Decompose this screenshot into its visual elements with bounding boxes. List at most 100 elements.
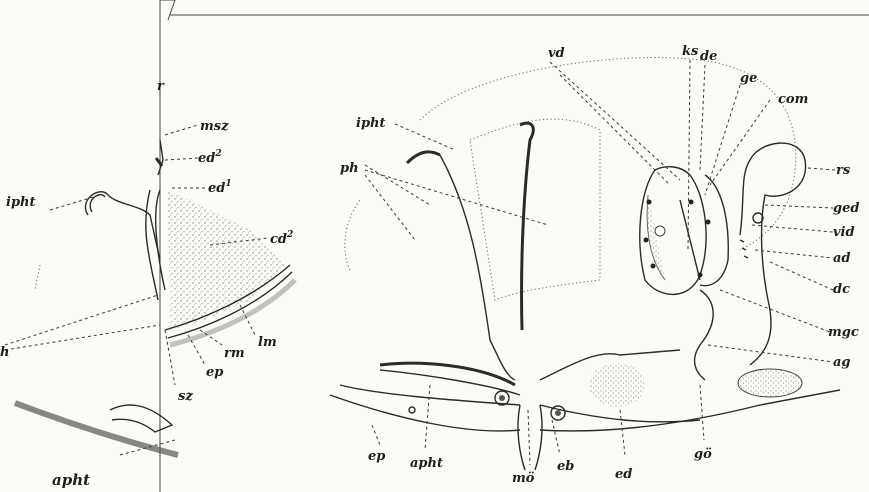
right-chamber-base [540, 405, 700, 422]
label-sz: sz [178, 389, 193, 404]
nucleus [655, 226, 665, 236]
ep-leader-right [372, 425, 380, 445]
tissue-cd2 [168, 190, 285, 330]
label-h: h [0, 345, 9, 360]
lower-chamber-top [380, 363, 515, 385]
dc-leader [770, 262, 833, 290]
de-leader [700, 65, 705, 170]
ipht-leader-right [395, 124, 455, 150]
label-ed1: ed1 [208, 179, 232, 196]
label-ed-right: ed [615, 467, 632, 482]
faint-line-1 [35, 265, 40, 290]
ipht-fold-left [85, 192, 160, 260]
label-rs: rs [836, 163, 851, 178]
ged-leader [765, 205, 833, 208]
rs-duct [740, 143, 806, 365]
eb-leader [552, 420, 560, 455]
ed-stipple [589, 363, 645, 407]
label-ed2: ed2 [198, 149, 222, 166]
label-vid: vid [833, 225, 855, 240]
label-msz: msz [200, 119, 229, 134]
mouth-right-lip [535, 405, 542, 470]
label-apht-left: apht [52, 471, 90, 489]
apht-leader-right [425, 385, 430, 450]
com-leader [710, 100, 770, 185]
label-ipht-left: ipht [6, 195, 36, 210]
cell-2 [644, 238, 649, 243]
vid-ducts [740, 240, 748, 258]
ganglion-inner [647, 195, 665, 280]
seam-fold [160, 0, 175, 20]
ge-leader [705, 85, 740, 195]
ganglion-divider [680, 200, 700, 280]
eb-ring-right-core [555, 410, 561, 416]
label-ad: ad [833, 251, 851, 266]
ag-gland [738, 369, 802, 397]
ganglion-right-lobe [700, 175, 728, 286]
label-ph: ph [340, 161, 359, 176]
eb-ring-left-core [499, 395, 505, 401]
mouth-left-lip [518, 405, 525, 470]
label-lm: lm [258, 335, 277, 350]
ventral-epithelium-right [540, 390, 840, 431]
cell-5 [706, 220, 711, 225]
label-r: r [157, 79, 165, 94]
ipht-top-fold [407, 152, 440, 163]
inner-dotted-outline [470, 119, 600, 300]
ks-leader [688, 60, 690, 250]
label-mo: mö [512, 471, 535, 486]
label-go: gö [694, 447, 712, 462]
ed-leader-right [620, 410, 625, 455]
rs-leader [808, 168, 835, 170]
label-ged: ged [833, 201, 859, 216]
label-ep-left: ep [206, 365, 223, 380]
sz-lobe [110, 405, 172, 432]
ph-leader-3 [365, 175, 415, 240]
vd-leader-2 [560, 75, 670, 185]
ad-leader [755, 250, 833, 258]
vd-leader-1 [550, 62, 680, 180]
cell-6 [698, 273, 703, 278]
ph-leader-2 [365, 170, 548, 225]
mgc-leader [720, 290, 830, 332]
ed2-mark [156, 158, 162, 166]
label-de: de [700, 49, 717, 64]
sz-leader [165, 330, 175, 385]
cell-4 [689, 200, 694, 205]
ipht-leader-left [50, 195, 100, 210]
ep-spot [409, 407, 415, 413]
cell-1 [647, 200, 652, 205]
label-dc: dc [833, 282, 850, 297]
cell-3 [651, 264, 656, 269]
label-ks: ks [682, 44, 699, 59]
label-vd: vd [548, 46, 565, 61]
msz-leader [165, 125, 198, 135]
label-ipht-right: ipht [356, 116, 386, 131]
ed2-leader [165, 158, 198, 160]
label-com: com [778, 92, 808, 107]
right-panel: ks de vd ge com ipht ph rs ged vid ad dc… [330, 44, 859, 486]
label-ep-right: ep [368, 449, 385, 464]
go-leader [700, 385, 704, 440]
h-leader-1 [5, 295, 158, 345]
label-cd2: cd2 [270, 230, 293, 247]
label-apht-right: apht [410, 456, 443, 471]
ventral-epithelium-left [330, 395, 520, 431]
vid-leader [752, 225, 833, 232]
ph-leader-1 [365, 165, 430, 205]
label-mgc: mgc [828, 325, 859, 340]
ag-leader [708, 345, 833, 362]
left-faint-arc [345, 200, 360, 270]
ipht-right-fold [520, 123, 533, 330]
left-wall-curve [440, 155, 515, 380]
label-eb: eb [557, 459, 574, 474]
mgc-wall [695, 290, 714, 380]
label-ge: ge [740, 71, 757, 86]
mo-leader [528, 410, 530, 465]
apht-band [15, 403, 178, 455]
label-rm: rm [224, 346, 245, 361]
label-ag: ag [833, 355, 851, 370]
